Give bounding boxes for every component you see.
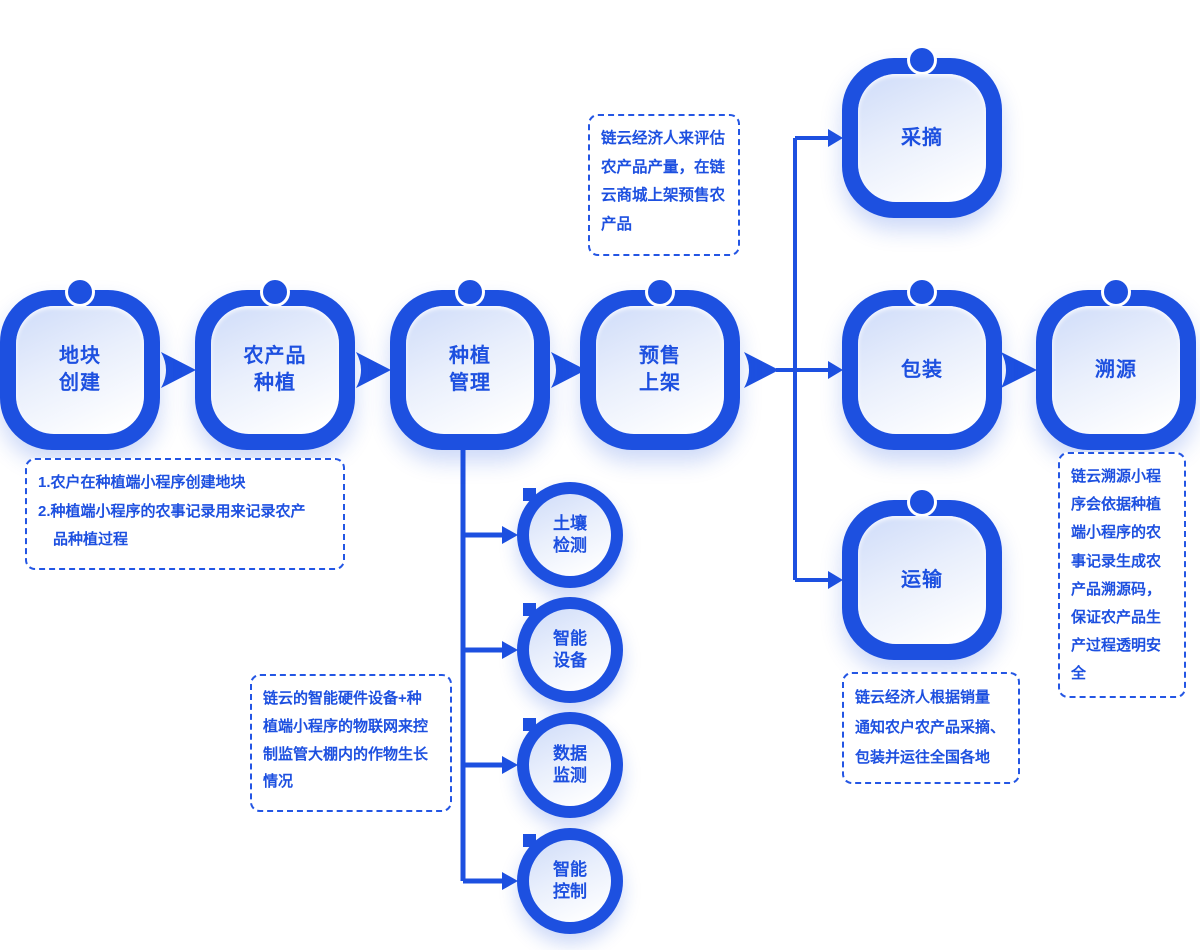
arrowhead-icon (502, 641, 518, 659)
node-label: 智能 控制 (553, 859, 587, 901)
node-face: 包装 (858, 306, 986, 434)
node-plot-create: 地块 创建 (0, 277, 160, 450)
node-label: 运输 (901, 568, 943, 591)
sub-arrowhead-icons (502, 526, 518, 890)
node-label: 农产品 种植 (243, 345, 307, 394)
node-soil-test: 土壤 检测 (517, 482, 623, 588)
arrowhead-icon (828, 129, 843, 147)
node-trace-source: 溯源 (1036, 277, 1196, 450)
note-plot-creation: 1.农户在种植端小程序创建地块 2.种植端小程序的农事记录用来记录农产 品种植过… (25, 458, 345, 570)
note-trace-code: 链云溯源小程 序会依据种植 端小程序的农 事记录生成农 产品溯源码， 保证农产品… (1058, 452, 1186, 698)
arrowhead-icon (828, 361, 843, 379)
node-face: 农产品 种植 (211, 306, 339, 434)
arrowhead-icon (502, 526, 518, 544)
node-label: 预售 上架 (639, 345, 681, 394)
node-smart-control: 智能 控制 (517, 828, 623, 934)
node-top-dot (1101, 277, 1131, 307)
arrowhead-icon (502, 756, 518, 774)
node-harvest: 采摘 (842, 45, 1002, 218)
node-face: 运输 (858, 516, 986, 644)
corner-square-decoration (523, 834, 536, 847)
node-transport: 运输 (842, 487, 1002, 660)
note-iot-monitoring: 链云的智能硬件设备+种 植端小程序的物联网来控 制监管大棚内的作物生长 情况 (250, 674, 452, 812)
node-presale-listing: 预售 上架 (580, 277, 740, 450)
node-label: 数据 监测 (553, 743, 587, 785)
node-label: 土壤 检测 (553, 513, 587, 555)
node-label: 种植 管理 (449, 345, 491, 394)
node-face: 土壤 检测 (529, 494, 611, 576)
arrowhead-icon (502, 872, 518, 890)
node-top-dot (65, 277, 95, 307)
node-face: 智能 设备 (529, 609, 611, 691)
node-label: 包装 (901, 358, 943, 381)
node-smart-device: 智能 设备 (517, 597, 623, 703)
node-top-dot (907, 487, 937, 517)
arrow-right-icon (1001, 352, 1037, 388)
node-face: 预售 上架 (596, 306, 724, 434)
corner-square-decoration (523, 488, 536, 501)
node-plant-manage: 种植 管理 (390, 277, 550, 450)
node-label: 智能 设备 (553, 628, 587, 670)
node-label: 地块 创建 (59, 345, 101, 394)
node-top-dot (907, 45, 937, 75)
branch-arrowhead-icons (828, 129, 843, 589)
node-package: 包装 (842, 277, 1002, 450)
node-face: 种植 管理 (406, 306, 534, 434)
corner-square-decoration (523, 603, 536, 616)
node-face: 采摘 (858, 74, 986, 202)
arrow-right-icon (161, 352, 196, 388)
node-top-dot (455, 277, 485, 307)
node-face: 数据 监测 (529, 724, 611, 806)
node-face: 溯源 (1052, 306, 1180, 434)
node-face: 智能 控制 (529, 840, 611, 922)
node-data-monitor: 数据 监测 (517, 712, 623, 818)
branch-connector-lines (776, 136, 830, 582)
sub-connector-lines (460, 448, 504, 884)
flow-chevron-arrow-icons (161, 352, 1037, 388)
arrow-right-icon (744, 352, 779, 388)
node-top-dot (645, 277, 675, 307)
arrow-right-icon (356, 352, 391, 388)
node-top-dot (907, 277, 937, 307)
arrow-right-icon (551, 352, 586, 388)
note-sales-dispatch: 链云经济人根据销量 通知农户农产品采摘、 包装并运往全国各地 (842, 672, 1020, 784)
note-presale-evaluation: 链云经济人来评估 农产品产量，在链 云商城上架预售农 产品 (588, 114, 740, 256)
node-face: 地块 创建 (16, 306, 144, 434)
node-crop-plant: 农产品 种植 (195, 277, 355, 450)
node-top-dot (260, 277, 290, 307)
node-label: 溯源 (1095, 358, 1137, 381)
corner-square-decoration (523, 718, 536, 731)
arrowhead-icon (828, 571, 843, 589)
node-label: 采摘 (901, 126, 943, 149)
